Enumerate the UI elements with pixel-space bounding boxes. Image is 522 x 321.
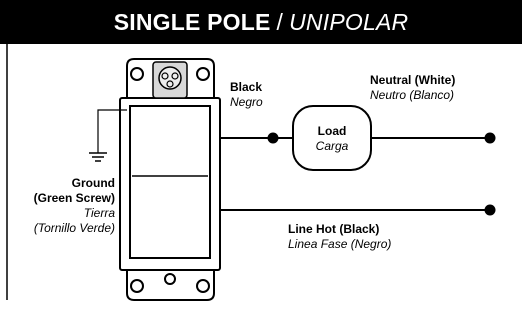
title-separator: / (276, 8, 284, 35)
black-label-en: Black (230, 80, 263, 94)
diagram-title-bar: SINGLE POLE / UNIPOLAR (0, 0, 522, 44)
black-wire-label: Black Negro (230, 80, 263, 110)
line-hot-label-es: Linea Fase (Negro) (288, 237, 392, 251)
ground-label-en-1: Ground (71, 176, 115, 190)
wire-endpoint-dot-icon (484, 132, 496, 144)
neutral-wire-label: Neutral (White) Neutro (Blanco) (370, 73, 455, 103)
black-label-es: Negro (230, 95, 263, 109)
switch-device-icon (119, 58, 221, 301)
load-label: Load Carga (293, 124, 371, 154)
load-label-es: Carga (315, 139, 349, 153)
neutral-label-es: Neutro (Blanco) (370, 88, 455, 102)
line-hot-label: Line Hot (Black) Linea Fase (Negro) (288, 222, 391, 252)
load-label-en: Load (317, 124, 347, 138)
title-main: SINGLE POLE (113, 8, 271, 35)
ground-label-en-2: (Green Screw) (33, 191, 115, 205)
screw-terminal-icon (152, 61, 188, 99)
wire-endpoint-dot-icon (484, 204, 496, 216)
title-alt: UNIPOLAR (289, 8, 409, 35)
ground-wire (89, 109, 127, 162)
ground-label-es-1: Tierra (83, 206, 115, 220)
neutral-label-en: Neutral (White) (370, 73, 456, 87)
ground-label: Ground (Green Screw) Tierra (Tornillo Ve… (6, 176, 115, 236)
ground-label-es-2: (Tornillo Verde) (33, 221, 115, 235)
line-hot-label-en: Line Hot (Black) (288, 222, 380, 236)
